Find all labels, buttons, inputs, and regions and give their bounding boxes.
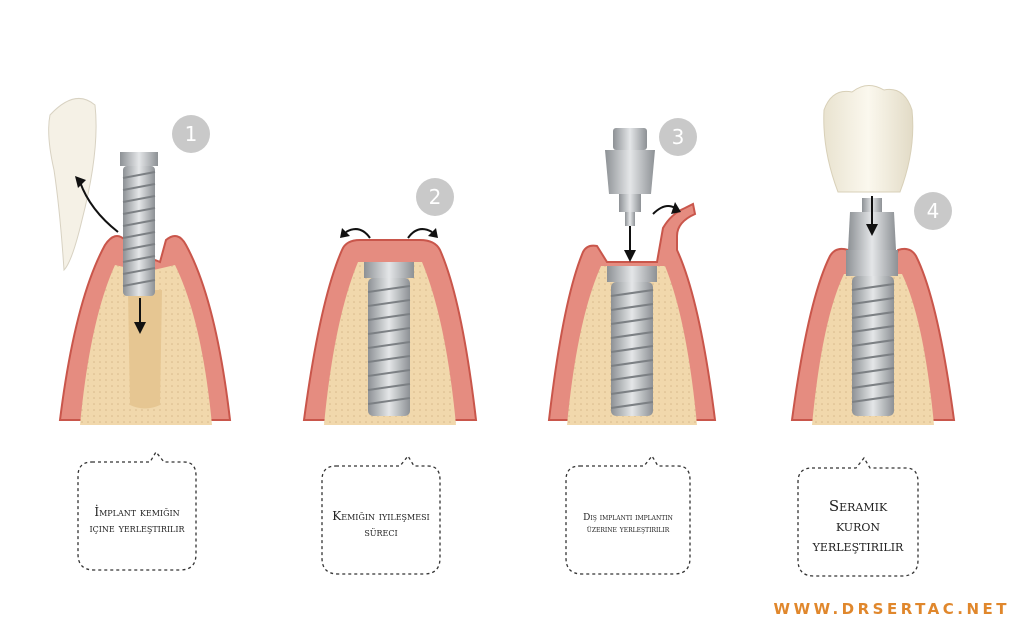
step-number-badge: 3: [659, 118, 697, 156]
step-number-badge: 4: [914, 192, 952, 230]
caption-bubble: Seramik kuron yerleştirilir: [792, 456, 924, 586]
step-1-illustration: [48, 97, 232, 425]
step-2-illustration: [302, 228, 478, 425]
step-number-badge: 2: [416, 178, 454, 216]
step-4: 4 Seramik kuron yerleştirilir: [772, 0, 1022, 625]
caption-text: Diş implantı implantın üzerine yerleştir…: [583, 512, 673, 535]
step-2: 2 Kemiğin iyileşmesi süreci: [280, 0, 530, 625]
caption-bubble: İmplant kemiğin içine yerleştirilir: [72, 450, 202, 580]
step-3-illustration: [547, 128, 717, 425]
caption-text: İmplant kemiğin içine yerleştirilir: [89, 504, 185, 535]
step-4-illustration: [790, 85, 956, 425]
caption-text: Seramik kuron yerleştirilir: [812, 496, 904, 556]
website-link[interactable]: WWW.DRSERTAC.NET: [773, 600, 1010, 618]
step-1: 1 İmplant kemiğin içine yerleştirilir: [20, 0, 270, 625]
caption-bubble: Diş implantı implantın üzerine yerleştir…: [560, 454, 696, 584]
step-number-badge: 1: [172, 115, 210, 153]
caption-text: Kemiğin iyileşmesi süreci: [332, 508, 430, 539]
step-3: 3 Diş implantı implantın üzerine yerleşt…: [525, 0, 775, 625]
caption-bubble: Kemiğin iyileşmesi süreci: [316, 454, 446, 584]
